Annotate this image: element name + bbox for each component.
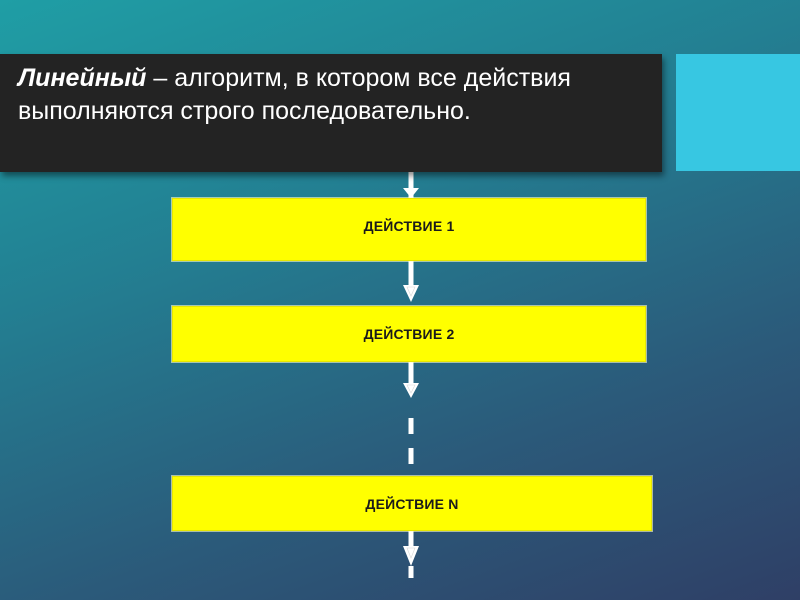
accent-square — [676, 54, 800, 171]
action-box-n: ДЕЙСТВИЕ N — [172, 476, 652, 531]
arrow-head-icon — [403, 188, 419, 198]
title-definition: – алгоритм, в котором все действия выпол… — [18, 64, 571, 125]
action-label-2: ДЕЙСТВИЕ 2 — [363, 326, 455, 342]
action-label-1: ДЕЙСТВИЕ 1 — [363, 218, 455, 234]
title-term: Линейный — [18, 64, 147, 92]
action-box-1: ДЕЙСТВИЕ 1 — [172, 198, 646, 261]
title-box: Линейный – алгоритм, в котором все дейст… — [0, 54, 662, 172]
action-box-2: ДЕЙСТВИЕ 2 — [172, 306, 646, 362]
action-label-n: ДЕЙСТВИЕ N — [365, 496, 459, 512]
